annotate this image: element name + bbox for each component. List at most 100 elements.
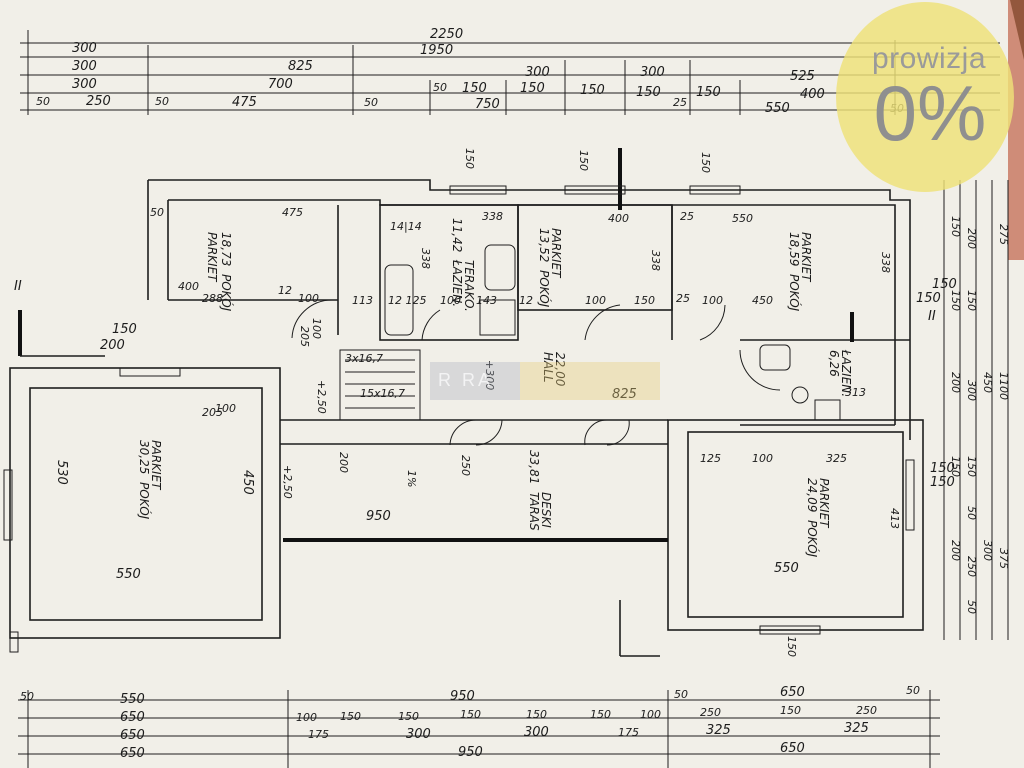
plan-dim: 200 (100, 338, 125, 353)
room-name: HALL (541, 352, 555, 383)
room-labels: 18,73 POKÓJ PARKIET 11,42 ŁAZIEN. TERAKO… (137, 218, 853, 558)
dim-right: 275 (997, 224, 1010, 245)
room-floor: DESKI (539, 492, 553, 528)
room-hall: 22,00 HALL (541, 352, 567, 387)
room-area: 24,09 (805, 478, 819, 512)
dim-bottom: 300 (406, 727, 431, 742)
room-area: 13,52 (537, 228, 551, 262)
plan-dim: 825 (612, 387, 637, 402)
room-floor: PARKIET (549, 228, 563, 279)
dim-top: 825 (288, 59, 313, 74)
plan-dim: 205 (298, 326, 311, 347)
dim-top: 300 (72, 41, 97, 56)
dim-bottom: 175 (308, 728, 329, 741)
dim-right: 300 (965, 380, 978, 401)
room-area: 33,81 (527, 450, 541, 484)
plan-dim: 150 (930, 461, 955, 476)
room-lazienka-1: 11,42 ŁAZIEN. TERAKO. (450, 218, 476, 312)
plan-dim: 475 (282, 206, 303, 219)
dim-right: 450 (981, 372, 994, 393)
plan-dim: 100 (752, 452, 773, 465)
dim-top: 300 (72, 59, 97, 74)
dim-top: 150 (636, 85, 661, 100)
dim-bottom: 100 (296, 711, 317, 724)
dim-right: 200 (965, 228, 978, 249)
room-pokoj-mid: 13,52 POKÓJ PARKIET (537, 228, 563, 308)
dim-top: 50 (155, 95, 169, 108)
top-dimension-chain (20, 30, 1000, 115)
room-name: ŁAZIEN. (839, 349, 853, 397)
plan-dim: 338 (482, 210, 503, 223)
plan-dim: 450 (752, 294, 773, 307)
plan-dim: 1% (405, 470, 418, 487)
dim-bottom: 50 (20, 690, 34, 703)
plan-dim: 14|14 (390, 220, 422, 233)
plan-dim: 25 (680, 210, 694, 223)
dim-bottom: 250 (700, 706, 721, 719)
dim-top-total: 2250 (430, 27, 463, 42)
plan-dim: 338 (649, 250, 662, 271)
section-mark: II (928, 309, 936, 324)
dim-top: 300 (525, 65, 550, 80)
paper-shadow-edge (1008, 0, 1024, 260)
door-swings (291, 299, 781, 446)
building-walls (3, 148, 924, 657)
dim-top: 150 (580, 83, 605, 98)
plan-dim: 25 (676, 292, 690, 305)
plan-dim: 325 (826, 452, 847, 465)
dim-bottom: 100 (640, 708, 661, 721)
dim-right: 1100 (997, 372, 1010, 400)
room-name: POKÓJ (219, 274, 234, 312)
plan-dim: 205 (202, 406, 223, 419)
plan-dim: +2,50 (315, 380, 328, 414)
room-name: POKÓJ (787, 274, 802, 312)
plan-dim: 3x16,7 (345, 352, 383, 365)
plan-dim: 950 (366, 509, 391, 524)
plan-dim: 338 (419, 248, 432, 269)
dim-top: 150 (520, 81, 545, 96)
plan-dim: 150 (916, 291, 941, 306)
plan-dim: 143 (476, 294, 497, 307)
plan-dim: 150 (785, 636, 798, 657)
dim-right: 50 (965, 600, 978, 614)
plan-dim: 413 (888, 508, 901, 529)
dim-bottom: 50 (906, 684, 920, 697)
dim-bottom: 650 (780, 741, 805, 756)
plan-dim: 313 (845, 386, 866, 399)
dim-top: 750 (475, 97, 500, 112)
plan-dim: 288 (202, 292, 223, 305)
dim-top: 550 (765, 101, 790, 116)
dim-bottom: 150 (590, 708, 611, 721)
plan-dim: 150 (463, 148, 476, 169)
room-name: POKÓJ (537, 270, 552, 308)
plan-dim: 450 (240, 470, 255, 495)
plan-dim: 550 (116, 567, 141, 582)
plan-dim: 150 (112, 322, 137, 337)
bottom-dimension-chain (18, 690, 940, 768)
staircase (339, 349, 421, 421)
dim-top: 25 (673, 96, 687, 109)
dim-right: 150 (965, 290, 978, 311)
dim-right: 200 (949, 540, 962, 561)
dim-right: 150 (949, 456, 962, 477)
room-name: POKÓJ (805, 520, 820, 558)
plan-dim: 150 (634, 294, 655, 307)
plan-dim: 100 (585, 294, 606, 307)
commission-label: prowizja (871, 42, 987, 75)
dim-top: 150 (462, 81, 487, 96)
dim-bottom: 250 (856, 704, 877, 717)
plan-dim: 125 (700, 452, 721, 465)
dim-bottom: 950 (458, 745, 483, 760)
dim-top: 50 (433, 81, 447, 94)
dim-top: 150 (696, 85, 721, 100)
dim-top: 300 (72, 77, 97, 92)
dim-right: 375 (997, 548, 1010, 569)
room-pokoj-se: 24,09 POKÓJ PARKIET (805, 478, 831, 558)
dim-bottom: 175 (618, 726, 639, 739)
bottom-dimension-text: 50 550 950 50 650 50 650 100 150 150 150… (20, 684, 920, 761)
dim-right: 150 (949, 290, 962, 311)
plan-dim: 338 (879, 252, 892, 273)
